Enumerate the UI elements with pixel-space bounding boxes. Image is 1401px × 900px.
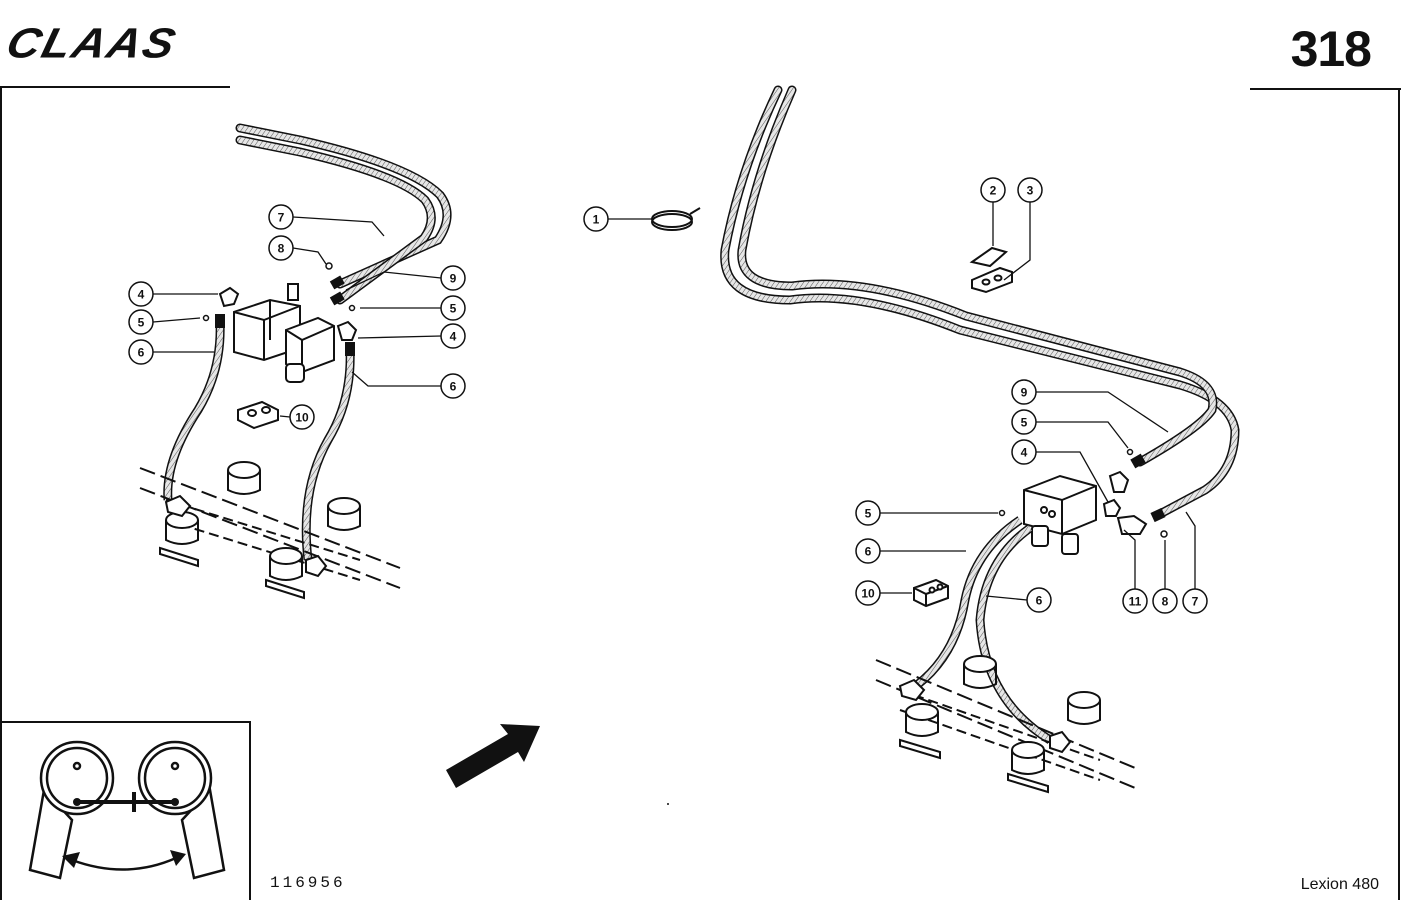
orientation-inset <box>2 721 251 900</box>
callout-8-right-text: 8 <box>1162 595 1169 609</box>
inset-swing-arrow <box>71 856 177 871</box>
callout-4-left-b-text: 4 <box>450 330 457 344</box>
callouts-right <box>608 202 1196 601</box>
fitting-4-left-b <box>336 320 358 341</box>
callout-4-right-text: 4 <box>1021 446 1028 460</box>
callout-1-right: 1 <box>583 206 609 232</box>
frame-right <box>1398 88 1400 900</box>
drawing-number: 116956 <box>270 874 346 892</box>
callout-10-right: 10 <box>855 580 881 606</box>
callout-6-left-a: 6 <box>128 339 154 365</box>
callout-6-right-a: 6 <box>855 538 881 564</box>
callout-6-right-b: 6 <box>1026 587 1052 613</box>
callout-10-left-text: 10 <box>295 411 309 425</box>
callout-1-right-text: 1 <box>593 213 600 227</box>
inset-drums <box>28 740 226 880</box>
header-rule-right <box>1250 88 1401 90</box>
callout-9-right: 9 <box>1011 379 1037 405</box>
callout-labels-right: 1 2 3 9 5 4 5 6 6 10 11 8 7 <box>583 177 1208 614</box>
callout-3-right: 3 <box>1017 177 1043 203</box>
valve-block-left <box>233 283 335 383</box>
callout-9-right-text: 9 <box>1021 386 1028 400</box>
callout-11-right: 11 <box>1122 588 1148 614</box>
model-label: Lexion 480 <box>1300 876 1379 893</box>
callout-5-left-b: 5 <box>440 295 466 321</box>
fitting-4-right <box>1108 470 1130 493</box>
callout-9-left-text: 9 <box>450 272 457 286</box>
valve-block-right <box>1023 474 1097 555</box>
callout-6-left-b: 6 <box>440 373 466 399</box>
callout-11-right-text: 11 <box>1129 595 1142 609</box>
callout-7-left-text: 7 <box>278 211 285 225</box>
clip-10-right <box>913 578 949 608</box>
callout-5-right-a: 5 <box>1011 409 1037 435</box>
pipe-9-right <box>737 85 1218 467</box>
fitting-11-right <box>1116 514 1148 535</box>
callout-2-right-text: 2 <box>990 184 997 198</box>
callout-6-right-b-text: 6 <box>1036 594 1043 608</box>
clip-parts-2-3 <box>969 246 1013 294</box>
direction-arrow <box>446 724 540 788</box>
callout-5-right-b: 5 <box>855 500 881 526</box>
callout-5-right-b-text: 5 <box>865 507 872 521</box>
motor-bracket-right <box>875 655 1141 794</box>
callouts-left <box>152 216 442 418</box>
callout-5-left-b-text: 5 <box>450 302 457 316</box>
callout-7-left: 7 <box>268 204 294 230</box>
callout-4-left-a: 4 <box>128 281 154 307</box>
callout-10-right-text: 10 <box>861 587 875 601</box>
fitting-4-right-b <box>1102 498 1122 517</box>
callout-9-left: 9 <box>440 265 466 291</box>
clip-10-left <box>237 400 279 430</box>
callout-7-right: 7 <box>1182 588 1208 614</box>
right-assembly <box>446 85 1240 805</box>
callout-3-right-text: 3 <box>1027 184 1034 198</box>
callout-labels-left: 7 8 9 4 5 5 4 6 6 10 <box>128 204 466 430</box>
callout-7-right-text: 7 <box>1192 595 1199 609</box>
fitting-4-left-a <box>218 286 240 308</box>
hose-clamp-1 <box>651 207 701 231</box>
callout-4-left-a-text: 4 <box>138 288 145 302</box>
callout-8-right: 8 <box>1152 588 1178 614</box>
frame-left <box>0 86 2 900</box>
callout-4-left-b: 4 <box>440 323 466 349</box>
callout-2-right: 2 <box>980 177 1006 203</box>
hose-6-left-b <box>301 349 355 561</box>
header-rule-left <box>0 86 230 88</box>
motor-bracket-left <box>139 461 401 600</box>
inset-link-bar <box>77 792 175 812</box>
callout-8-left-text: 8 <box>278 242 285 256</box>
page-number: 318 <box>1290 21 1372 77</box>
callout-5-left-a-text: 5 <box>138 316 145 330</box>
callout-4-right: 4 <box>1011 439 1037 465</box>
callout-6-left-b-text: 6 <box>450 380 457 394</box>
callout-5-right-a-text: 5 <box>1021 416 1028 430</box>
left-assembly <box>139 123 452 600</box>
callout-6-right-a-text: 6 <box>865 545 872 559</box>
callout-8-left: 8 <box>268 235 294 261</box>
callout-6-left-a-text: 6 <box>138 346 145 360</box>
callout-5-left-a: 5 <box>128 309 154 335</box>
callout-10-left: 10 <box>289 404 315 430</box>
